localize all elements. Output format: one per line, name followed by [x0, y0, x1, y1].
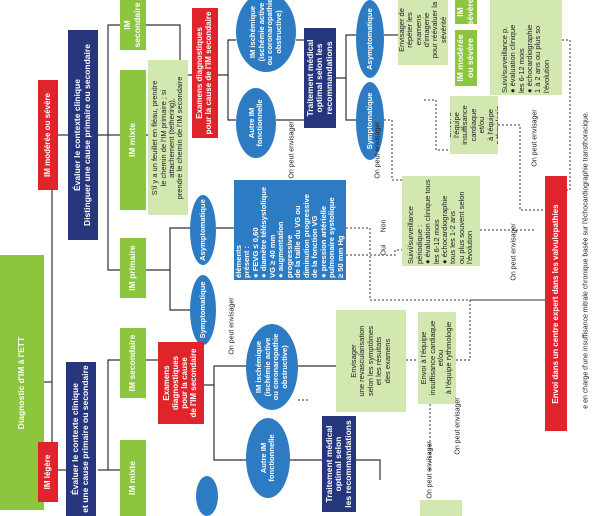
light-on-peut-1-text: On peut envisager — [228, 297, 236, 355]
sev-examens-line: pour la cause de l'IM secondaire — [204, 11, 213, 135]
sev-non-text: Non — [380, 219, 388, 233]
severe-box: IM modérée ou sévère — [38, 80, 58, 190]
light-envoi-line: insuffisance cardiaque et/ou — [427, 320, 445, 396]
sev-secondaire: IM secondaire — [120, 0, 146, 50]
sev-mixte: IM mixte — [120, 70, 146, 210]
sev-suivi-line: l'évolution — [541, 59, 551, 93]
sev-im-severe: IM sévère — [455, 0, 477, 24]
sev-asymptomatique: Asymptomatique — [356, 0, 384, 78]
sev-asym-p: Asymptomatique — [190, 195, 216, 265]
sev-sym-p-text: Symptomatique — [197, 281, 207, 339]
sev-symptomatique-text: Symptomatique — [364, 92, 374, 150]
light-context-line: et une cause primaire ou secondaire — [80, 365, 90, 513]
light-on-peut-2-text: On peut envisager — [426, 441, 434, 499]
severe-context-line: Distinguer une cause primaire ou seconda… — [82, 44, 92, 226]
sev-asym-p-text: Asymptomatique — [197, 199, 207, 261]
sev-criteria-line: ● FA récente — [344, 233, 346, 278]
light-secondaire: IM secondaire — [120, 328, 146, 398]
sev-criteria-line: ● augmentation progressive — [276, 221, 294, 278]
light-extra-2 — [196, 476, 218, 516]
sev-on-peut-2-text: On peut envisager — [374, 121, 382, 179]
light-autre-line: fonctionnelle — [267, 434, 276, 482]
expert-box: Envoi dans un centre expert dans les val… — [545, 176, 567, 431]
light-on-peut-3-text: On peut envisager — [454, 397, 462, 455]
sev-on-peut-4-text: On peut envisager — [510, 223, 518, 281]
sev-on-peut-1-text: On peut envisager — [288, 121, 296, 179]
sev-envoi-ic-line: rythmologie — [493, 105, 498, 145]
light-examens-line: de l'IM secondaire — [188, 348, 198, 418]
sev-oui-text: Oui — [380, 244, 388, 256]
light-ischemique-line: obstructive) — [279, 345, 289, 389]
sev-envoi-ic: Envoi àl'équipeinsuffisancecardiaqueet/o… — [450, 96, 498, 154]
diag-box: Diagnostic d'IM à l'ETT — [0, 255, 44, 510]
light-mixte: IM mixte — [120, 440, 146, 516]
light-mixte-text: IM mixte — [127, 461, 138, 496]
sev-mixte-text: IM mixte — [127, 123, 138, 158]
sev-primaire: IM primaire — [120, 238, 146, 298]
sev-primaire-text: IM primaire — [127, 245, 138, 291]
severe-box-text: IM modérée ou sévère — [42, 92, 52, 178]
sev-envisager-line: pour réévaluer la sévérité — [430, 1, 448, 59]
light-box: IM légère — [38, 442, 58, 502]
sev-symptomatique: Symptomatique — [356, 82, 384, 160]
light-secondaire-text: IM secondaire — [127, 334, 138, 392]
light-envoi-line: à l'équipe rythmologie — [444, 321, 454, 395]
sev-im-moderee-line: ou sévère — [465, 38, 475, 78]
sev-envisager-line: examens d'imagerie — [413, 12, 431, 48]
sev-mixte-note-line: prendre le chemin de l'IM secondaire — [175, 76, 185, 199]
sev-suivi-p-line: l'évolution — [465, 230, 475, 264]
sev-suivi: Suivi/surveillance p.● évaluation cliniq… — [490, 0, 562, 95]
sev-secondaire-text: IM secondaire — [122, 2, 142, 48]
diag-box-text: Diagnostic d'IM à l'ETT — [16, 336, 27, 429]
sev-im-severe-text: IM sévère — [455, 0, 475, 24]
sev-sym-p: Symptomatique — [190, 275, 216, 345]
sev-ischemique-line: obstructive) — [273, 10, 283, 54]
sev-on-peut-3-text: On peut envisager — [531, 109, 539, 167]
sev-traitement-line: recommandations — [323, 41, 334, 115]
sev-asymptomatique-text: Asymptomatique — [364, 8, 374, 70]
sev-autre-line: fonctionnelle — [255, 99, 264, 147]
light-envisager-line: des examens — [382, 338, 392, 384]
sev-envisager-line: Envisager de répéter les — [398, 8, 415, 52]
light-box-text: IM légère — [42, 454, 52, 490]
expert-box-text: Envoi dans un centre expert dans les val… — [550, 203, 560, 404]
light-extra-1 — [420, 500, 462, 516]
light-traitement-line: les recommandations — [342, 420, 353, 508]
